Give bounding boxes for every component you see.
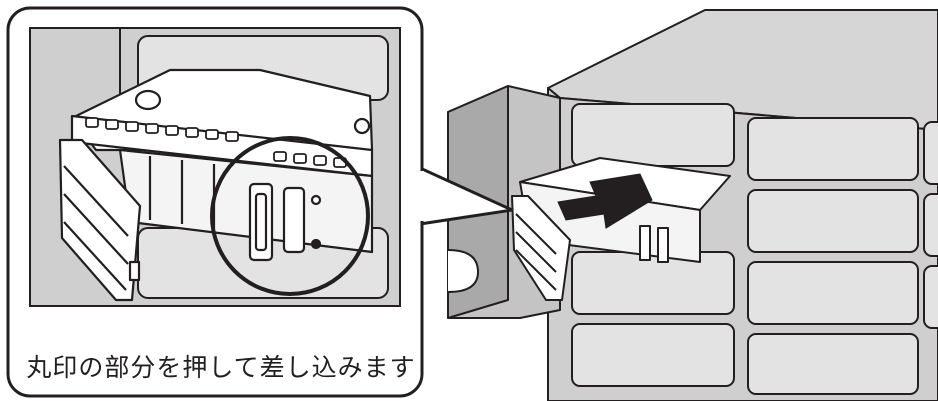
highlight-circle bbox=[210, 136, 370, 296]
small-latch-right bbox=[657, 227, 669, 263]
handle-rib-3 bbox=[63, 221, 127, 291]
bay-r2-c3 bbox=[923, 193, 938, 257]
small-latch-left bbox=[639, 225, 651, 261]
small-tray-handle bbox=[511, 195, 571, 301]
vent-slot bbox=[225, 131, 239, 142]
bay-r4-c1 bbox=[571, 323, 735, 387]
vent-slot bbox=[205, 129, 219, 140]
bay-r4-c2 bbox=[747, 333, 919, 395]
vent-slot bbox=[293, 153, 307, 164]
bay-r3-c3 bbox=[923, 265, 938, 329]
bay-r1-c3 bbox=[923, 121, 938, 185]
bay-r1-c1 bbox=[571, 103, 735, 167]
small-handle-rib-1 bbox=[515, 213, 557, 255]
bay-r2-c2 bbox=[747, 189, 919, 253]
handle-rib-1 bbox=[63, 165, 129, 237]
vent-slot bbox=[125, 121, 139, 132]
vent-slot bbox=[85, 117, 99, 128]
drive-tray-icon bbox=[58, 68, 374, 302]
drive-bays bbox=[571, 103, 938, 395]
hdd-screw-icon bbox=[353, 117, 371, 135]
vent-slot bbox=[185, 127, 199, 138]
bay-r1-c2 bbox=[747, 117, 919, 181]
small-handle-rib-3 bbox=[515, 249, 557, 291]
vent-slot bbox=[165, 125, 179, 136]
vent-slot bbox=[273, 151, 287, 162]
hdd-spindle-icon bbox=[134, 89, 162, 111]
instruction-caption: 丸印の部分を押して差し込みます bbox=[26, 353, 416, 382]
vent-slot bbox=[105, 119, 119, 130]
rack-ear-notch bbox=[447, 249, 479, 293]
power-led-icon bbox=[310, 194, 322, 206]
bay-r3-c2 bbox=[747, 261, 919, 325]
vent-slots bbox=[85, 117, 347, 168]
vent-slot bbox=[145, 123, 159, 134]
latch-button-right bbox=[282, 186, 306, 254]
latch-button-inner bbox=[254, 192, 268, 252]
pointer-seam bbox=[418, 171, 424, 221]
lock-led-icon bbox=[310, 238, 322, 250]
tray-handle bbox=[58, 138, 142, 302]
handle-clip bbox=[128, 260, 141, 282]
push-arrow-icon bbox=[557, 173, 653, 229]
bay-r3-c1 bbox=[571, 251, 735, 315]
handle-rib-2 bbox=[63, 193, 129, 265]
small-handle-rib-2 bbox=[515, 231, 557, 273]
vent-slot bbox=[313, 155, 327, 166]
